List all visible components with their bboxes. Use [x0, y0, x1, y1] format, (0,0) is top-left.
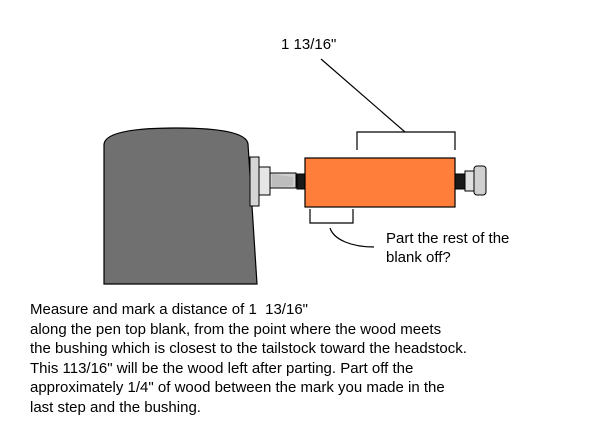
spindle-nut: [258, 166, 271, 196]
dimension-bracket: [356, 131, 456, 150]
tailstock-cap: [473, 165, 487, 196]
partoff-pointer: [329, 227, 375, 248]
pen-blank: [304, 157, 456, 208]
drive-center-point: [272, 174, 293, 187]
headstock: [103, 127, 258, 285]
partoff-question-line: blank off?: [386, 249, 451, 266]
instruction-line: the bushing which is closest to the tail…: [30, 340, 467, 357]
partoff-bracket: [309, 209, 354, 224]
dimension-label: 1 13/16": [281, 36, 337, 53]
instruction-line: approximately 1/4" of wood between the m…: [30, 379, 445, 396]
partoff-question: Part the rest of the blank off?: [386, 229, 509, 267]
instruction-line: last step and the bushing.: [30, 398, 201, 416]
headstock-flange: [249, 156, 260, 207]
bushing-left: [296, 173, 306, 190]
bushing-right: [454, 173, 466, 190]
instructions-text: Measure and mark a distance of 1 13/16" …: [30, 300, 595, 417]
partoff-question-line: Part the rest of the: [386, 230, 510, 247]
instruction-line: This 113/16" will be the wood left after…: [30, 359, 414, 377]
instruction-line: Measure and mark a distance of 1 13/16": [30, 301, 308, 318]
instruction-line: along the pen top blank, from the point …: [30, 320, 442, 338]
tailstock-center: [464, 170, 475, 192]
dimension-leader: [320, 58, 406, 133]
